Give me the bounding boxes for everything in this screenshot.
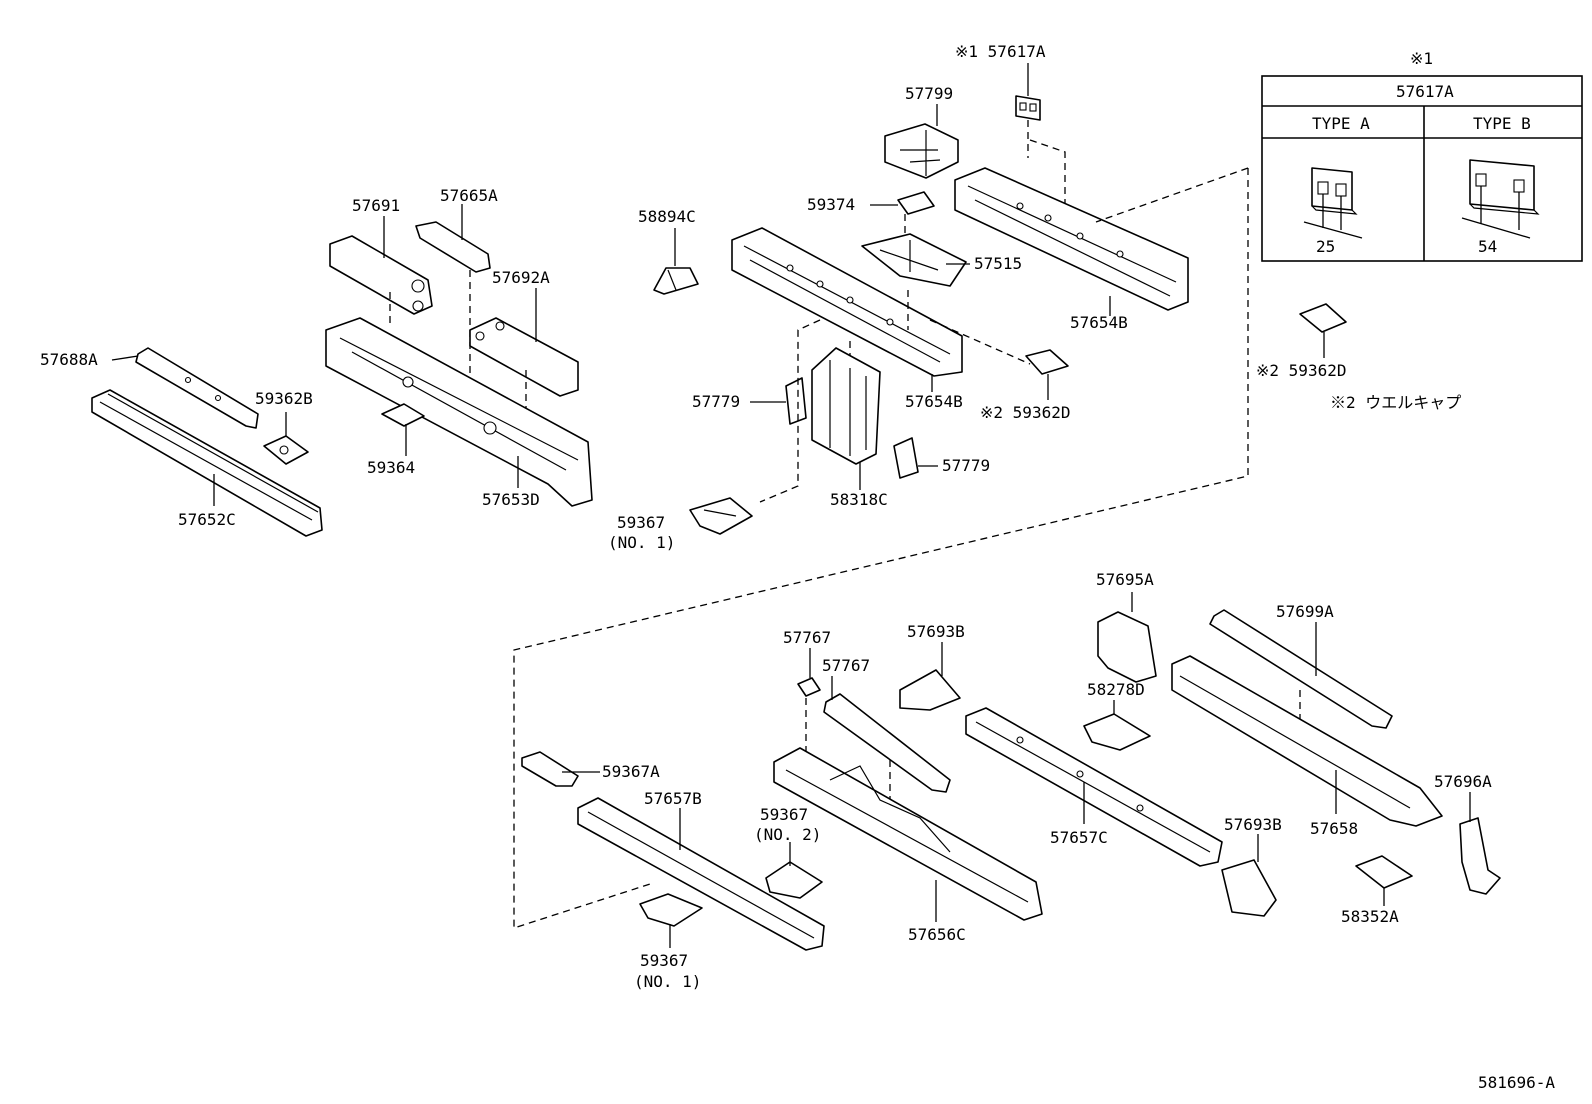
part-57693B-top	[899, 642, 961, 711]
part-57767-a	[797, 648, 821, 756]
part-57696A	[1459, 792, 1501, 895]
part-57699A	[1209, 609, 1393, 729]
label-57695A: 57695A	[1096, 570, 1154, 589]
label-57617A: ※1 57617A	[955, 42, 1046, 61]
assembly-dashed-boundary	[513, 167, 1249, 929]
label-57692A: 57692A	[492, 268, 550, 287]
part-57654B-top	[954, 167, 1189, 316]
part-57691	[329, 216, 433, 326]
type-b-plate-icon	[1461, 159, 1540, 239]
label-58278D: 58278D	[1087, 680, 1145, 699]
label-57654B-top: 57654B	[1070, 313, 1128, 332]
label-57657B: 57657B	[644, 789, 702, 808]
part-57617A	[1015, 63, 1066, 206]
label-57691: 57691	[352, 196, 400, 215]
part-57654B-mid	[731, 227, 1031, 392]
type-a-plate-icon	[1303, 167, 1363, 239]
label-59367-mid: 59367	[760, 805, 808, 824]
label-57696A: 57696A	[1434, 772, 1492, 791]
label-59367-top-no: (NO. 1)	[608, 533, 675, 552]
drawing-id: 581696-A	[1478, 1073, 1555, 1092]
type-b-dimension: 54	[1478, 237, 1497, 256]
part-57779-b	[893, 437, 938, 479]
part-59367A	[521, 751, 600, 787]
label-57799: 57799	[905, 84, 953, 103]
label-57693B-bot: 57693B	[1224, 815, 1282, 834]
part-57657B	[577, 797, 825, 951]
part-57692A	[469, 288, 579, 418]
label-57656C: 57656C	[908, 925, 966, 944]
label-59367-bot: 59367	[640, 951, 688, 970]
label-57767-b: 57767	[822, 656, 870, 675]
label-57665A: 57665A	[440, 186, 498, 205]
type-a-dimension: 25	[1316, 237, 1335, 256]
label-59364: 59364	[367, 458, 415, 477]
label-57654B-mid: 57654B	[905, 392, 963, 411]
part-57653D	[325, 317, 593, 507]
label-58318C: 58318C	[830, 490, 888, 509]
label-59367-mid-no: (NO. 2)	[754, 825, 821, 844]
part-59367-top	[689, 497, 753, 535]
part-57693B-bot	[1221, 834, 1277, 917]
part-57656C	[773, 747, 1043, 922]
type-table-frame	[1261, 75, 1583, 262]
legend-note: ※2 ウエルキャプ	[1330, 393, 1461, 412]
label-59362D-mid: ※2 59362D	[980, 403, 1070, 422]
part-57658	[1171, 655, 1443, 827]
label-57767-a: 57767	[783, 628, 831, 647]
label-57657C: 57657C	[1050, 828, 1108, 847]
part-58352A	[1355, 855, 1413, 906]
part-59374	[870, 191, 935, 236]
part-58894C	[653, 228, 699, 295]
part-58278D	[1083, 700, 1151, 751]
part-59362D-mid	[1025, 349, 1069, 400]
label-57688A: 57688A	[40, 350, 98, 369]
label-57653D: 57653D	[482, 490, 540, 509]
part-57799	[884, 104, 959, 179]
label-57693B-top: 57693B	[907, 622, 965, 641]
type-table-col-a: TYPE A	[1312, 114, 1370, 133]
type-table-part-number: 57617A	[1396, 82, 1454, 101]
label-58352A: 58352A	[1341, 907, 1399, 926]
part-58318C	[759, 319, 881, 503]
part-57695A	[1097, 592, 1157, 683]
part-59362D-right	[1299, 303, 1347, 358]
type-table: ※1 57617A TYPE A TYPE B 25 54	[1261, 49, 1583, 262]
part-59367-mid	[765, 842, 823, 899]
part-57515	[861, 233, 970, 287]
part-59364	[381, 403, 425, 456]
part-57657C	[965, 707, 1223, 867]
label-59362B: 59362B	[255, 389, 313, 408]
label-59362D-right: ※2 59362D	[1256, 361, 1346, 380]
part-57652C	[91, 389, 323, 537]
label-57515: 57515	[974, 254, 1022, 273]
type-table-mark: ※1	[1410, 49, 1433, 68]
label-59374: 59374	[807, 195, 855, 214]
label-57779-b: 57779	[942, 456, 990, 475]
label-57699A: 57699A	[1276, 602, 1334, 621]
label-57658: 57658	[1310, 819, 1358, 838]
part-59362B	[263, 412, 309, 465]
label-59367-top: 59367	[617, 513, 665, 532]
part-57779-a	[750, 377, 807, 425]
part-57688A	[111, 347, 259, 429]
type-table-col-b: TYPE B	[1473, 114, 1531, 133]
part-57665A	[415, 204, 491, 386]
label-59367A: 59367A	[602, 762, 660, 781]
label-57652C: 57652C	[178, 510, 236, 529]
label-58894C: 58894C	[638, 207, 696, 226]
part-59367-bot	[639, 893, 703, 948]
label-57779-a: 57779	[692, 392, 740, 411]
label-59367-bot-no: (NO. 1)	[634, 972, 701, 991]
